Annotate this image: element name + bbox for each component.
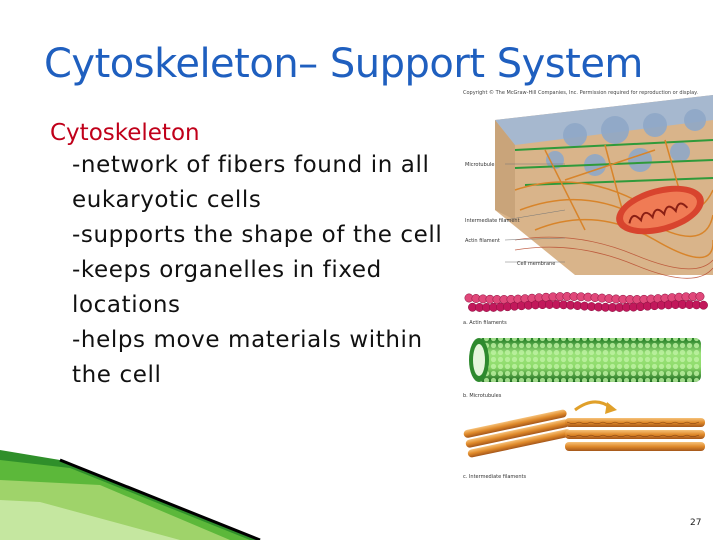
microtubule-illustration [469, 338, 701, 382]
bullet-item: -keeps organelles in fixed locations [72, 257, 382, 318]
label-actin-filament: Actin filament [465, 238, 500, 244]
bullet-heading: Cytoskeleton [50, 120, 200, 146]
cytoskeleton-figure: Microtubule Intermediate filament Actin … [463, 95, 713, 480]
label-panel-b: b. Microtubules [463, 393, 502, 399]
slide-body: Cytoskeleton -network of fibers found in… [50, 118, 470, 393]
actin-filament-illustration [464, 292, 708, 312]
bullet-item: -supports the shape of the cell [72, 222, 443, 248]
actin-bead [695, 292, 705, 301]
label-cell-membrane: Cell membrane [517, 261, 555, 267]
label-microtubule: Microtubule [465, 162, 494, 168]
label-intermediate-filament: Intermediate filament [465, 218, 520, 224]
bullet-list: -network of fibers found in all eukaryot… [50, 148, 470, 393]
cell-section-illustration [495, 95, 713, 279]
corner-accent [0, 450, 261, 540]
actin-bead [699, 300, 708, 310]
label-panel-c: c. Intermediate filaments [463, 474, 526, 480]
intermediate-filament-illustration [463, 400, 705, 458]
bullet-item: -helps move materials within the cell [72, 327, 423, 388]
page-number: 27 [690, 518, 702, 528]
slide-title: Cytoskeleton– Support System [44, 41, 643, 87]
figure-copyright: Copyright © The McGraw-Hill Companies, I… [463, 90, 698, 96]
bullet-item: -network of fibers found in all eukaryot… [72, 152, 430, 213]
label-panel-a: a. Actin filaments [463, 320, 507, 326]
